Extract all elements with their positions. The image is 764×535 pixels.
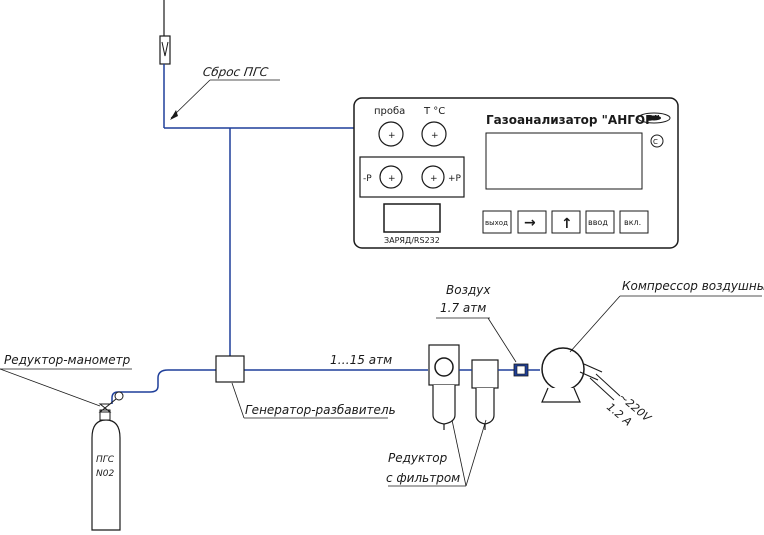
cylinder-gas-label: ПГС — [96, 455, 115, 465]
filter-reducer-leader: Редуктор с фильтром — [386, 419, 487, 487]
probe-label: проба — [374, 106, 405, 117]
cylinder-gas-type-label: N02 — [96, 469, 114, 479]
reducer-manometer-label: Редуктор-манометр — [4, 353, 131, 367]
enter-button[interactable] — [585, 210, 615, 234]
charge-rs232-port[interactable] — [383, 203, 441, 233]
svg-text:+: + — [431, 131, 439, 141]
minus-p-port[interactable] — [379, 165, 403, 189]
power-button[interactable] — [619, 210, 649, 234]
reducer-manometer-leader: Редуктор-манометр — [0, 353, 132, 407]
filter-reducer-label-2: с фильтром — [386, 471, 460, 485]
air-label: Воздух — [446, 283, 491, 297]
filter-reducer-unit — [428, 344, 514, 430]
vent-label: Сброс ПГС — [202, 65, 270, 79]
generator-diluter — [215, 355, 245, 383]
plus-p-port[interactable] — [421, 165, 445, 189]
temperature-label: T °C — [423, 106, 445, 117]
svg-text:+: + — [430, 174, 438, 184]
air-connector — [513, 363, 540, 377]
exit-button[interactable] — [482, 210, 512, 234]
up-arrow-icon: ↑ — [561, 216, 573, 232]
temperature-port[interactable] — [421, 121, 447, 147]
flow-meter — [159, 35, 171, 65]
minus-p-label: -P — [363, 174, 372, 184]
generator-label: Генератор-разбавитель — [245, 403, 396, 417]
analyzer-title: Газоанализатор "АНГОР" — [486, 113, 660, 127]
gas-analyzer-panel: проба T °C + + -P + + +P ЗАРЯД/RS232 Газ… — [353, 97, 679, 249]
svg-text:C: C — [653, 138, 658, 146]
air-pressure-label: 1.7 атм — [440, 301, 486, 315]
pressure-line-label: 1…15 атм — [330, 353, 392, 367]
right-arrow-icon: → — [524, 215, 536, 231]
analyzer-display — [485, 132, 643, 190]
up-arrow-button[interactable] — [551, 210, 581, 234]
compressor-leader: Компрессор воздушный — [569, 279, 764, 353]
pressure-port-frame — [359, 156, 465, 198]
vent-leader: Сброс ПГС — [170, 65, 280, 120]
charge-rs232-label: ЗАРЯД/RS232 — [384, 236, 440, 245]
main-gas-line: 1…15 атм — [111, 353, 428, 404]
generator-leader: Генератор-разбавитель — [231, 382, 396, 419]
svg-text:+: + — [388, 131, 396, 141]
compressor-label: Компрессор воздушный — [622, 279, 764, 293]
exit-button-label: выход — [485, 219, 508, 227]
svg-text:+: + — [388, 174, 396, 184]
air-leader: Воздух 1.7 атм — [436, 283, 517, 363]
plus-p-label: +P — [448, 174, 462, 184]
gas-cylinder: ПГС N02 — [91, 419, 121, 531]
right-arrow-button[interactable] — [517, 210, 547, 234]
manometer-gauge-icon — [114, 391, 124, 401]
power-button-label: вкл. — [624, 218, 641, 227]
power-spec: ~220V 1.2 А — [604, 390, 654, 428]
air-compressor — [541, 347, 621, 403]
enter-button-label: ввод — [588, 218, 608, 227]
filter-reducer-label-1: Редуктор — [388, 451, 448, 465]
probe-port[interactable] — [378, 121, 404, 147]
air-gauge-icon — [434, 357, 454, 377]
reducer-manometer — [98, 391, 124, 421]
angor-logo-icon: C — [637, 112, 671, 148]
